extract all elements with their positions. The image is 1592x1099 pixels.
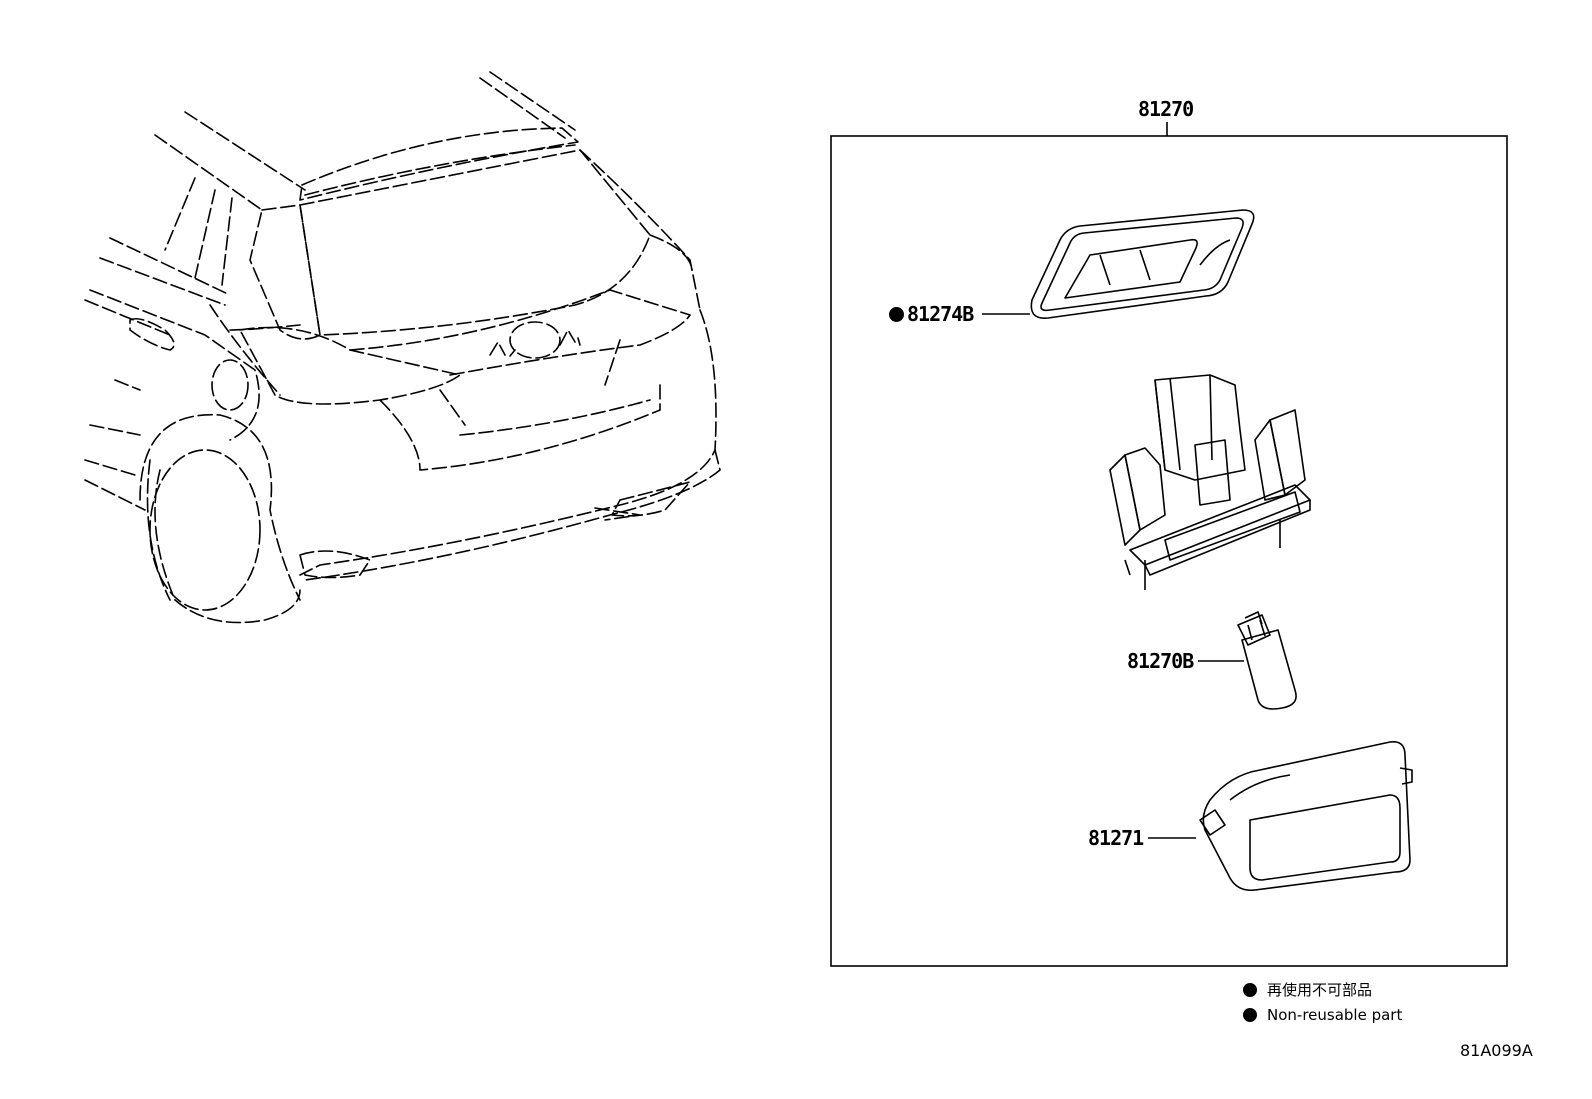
part-label-81270B: 81270B (1127, 649, 1194, 673)
legend-english: Non-reusable part (1243, 1008, 1402, 1023)
non-reusable-dot-icon (889, 307, 904, 322)
legend-japanese: 再使用不可部品 (1243, 983, 1372, 998)
legend-dot-icon (1243, 983, 1257, 997)
legend-english-text: Non-reusable part (1267, 1006, 1403, 1024)
legend-japanese-text: 再使用不可部品 (1267, 981, 1373, 999)
lens-part (1199, 740, 1413, 892)
part-label-81271: 81271 (1088, 826, 1144, 850)
part-number: 81274B (907, 302, 974, 326)
legend-dot-icon (1243, 1008, 1257, 1022)
drawing-code: 81A099A (1460, 1041, 1533, 1060)
part-label-81274B: 81274B (889, 302, 974, 326)
socket-housing-part (1109, 374, 1311, 590)
vehicle-rear-illustration (84, 71, 721, 624)
assembly-frame (830, 122, 1508, 967)
assembly-part-number: 81270 (1138, 97, 1194, 121)
bulb-part (1237, 611, 1297, 710)
gasket-part (1030, 209, 1255, 319)
